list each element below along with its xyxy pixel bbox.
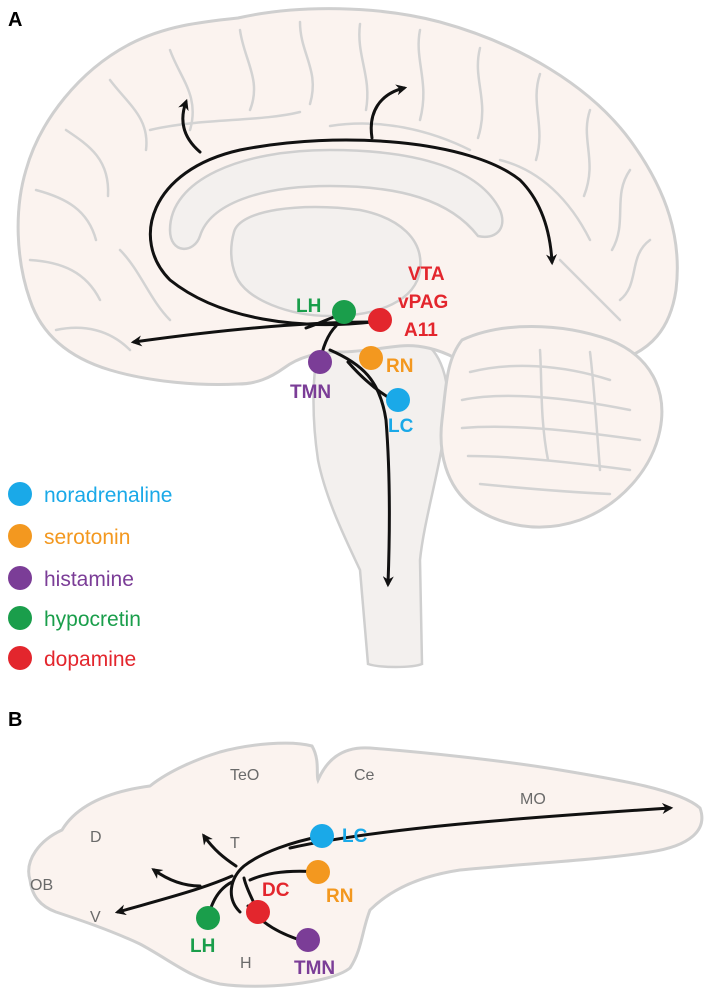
thalamus (230, 205, 422, 318)
zf-label-rn: RN (326, 886, 353, 907)
zf-nucleus-dc-dot (246, 900, 270, 924)
label-lh: LH (296, 296, 321, 317)
legend-label-hypocretin: hypocretin (44, 608, 141, 631)
region-teo: TeO (230, 767, 259, 784)
zf-trunk (229, 834, 324, 914)
nucleus-rn-dot (359, 346, 383, 370)
zf-arrow-dorsal (151, 868, 202, 888)
zebrafish-nuclei: LC DC RN LH TMN (190, 824, 368, 979)
zf-nucleus-lc-dot (310, 824, 334, 848)
nucleus-lh-dot (332, 300, 356, 324)
label-vpag: vPAG (398, 292, 448, 313)
zf-label-lh: LH (190, 936, 215, 957)
zf-label-dc: DC (262, 880, 290, 901)
label-lc: LC (388, 416, 414, 437)
region-t: T (230, 835, 240, 852)
region-ob: OB (30, 877, 53, 894)
legend: noradrenaline serotonin histamine hypocr… (8, 482, 172, 671)
nucleus-dopamine-dot (368, 308, 392, 332)
cerebellum (439, 325, 664, 529)
legend-dot-serotonin (8, 524, 32, 548)
nucleus-tmn-dot (308, 350, 332, 374)
region-ce: Ce (354, 767, 375, 784)
zf-label-tmn: TMN (294, 958, 335, 979)
zf-nucleus-tmn-dot (296, 928, 320, 952)
arrow-cortex-posterior (148, 138, 558, 327)
legend-label-noradrenaline: noradrenaline (44, 484, 172, 507)
legend-dot-noradrenaline (8, 482, 32, 506)
zf-label-lc: LC (342, 826, 368, 847)
label-rn: RN (386, 356, 413, 377)
corpus-callosum (168, 148, 504, 251)
arrow-frontal-up (178, 98, 202, 154)
human-nuclei: VTA vPAG A11 LH RN TMN LC (290, 264, 448, 437)
panel-a-letter: A (8, 9, 22, 31)
region-d: D (90, 829, 102, 846)
region-v: V (90, 909, 101, 926)
panel-b-letter: B (8, 709, 22, 731)
legend-dot-histamine (8, 566, 32, 590)
nucleus-lc-dot (386, 388, 410, 412)
arrow-descending (328, 348, 394, 588)
zebrafish-brain-outline (27, 741, 704, 988)
label-a11: A11 (404, 320, 438, 341)
region-mo: MO (520, 791, 546, 808)
legend-label-histamine: histamine (44, 568, 134, 591)
region-h: H (240, 955, 252, 972)
legend-dot-dopamine (8, 646, 32, 670)
legend-dot-hypocretin (8, 606, 32, 630)
label-tmn: TMN (290, 382, 331, 403)
legend-label-serotonin: serotonin (44, 526, 130, 549)
legend-label-dopamine: dopamine (44, 648, 136, 671)
zf-arrow-ventral-anterior (114, 874, 234, 916)
zebrafish-regions: TeO Ce MO D T OB V H (30, 767, 546, 972)
zf-arrow-telencephalon (202, 833, 238, 868)
cerebrum-outline (16, 7, 679, 386)
zebrafish-brain-sagittal (27, 741, 704, 988)
zf-nucleus-lh-dot (196, 906, 220, 930)
brainstem (312, 338, 449, 669)
label-vta: VTA (408, 264, 445, 285)
arrow-parietal-up (369, 84, 408, 140)
zf-nucleus-rn-dot (306, 860, 330, 884)
